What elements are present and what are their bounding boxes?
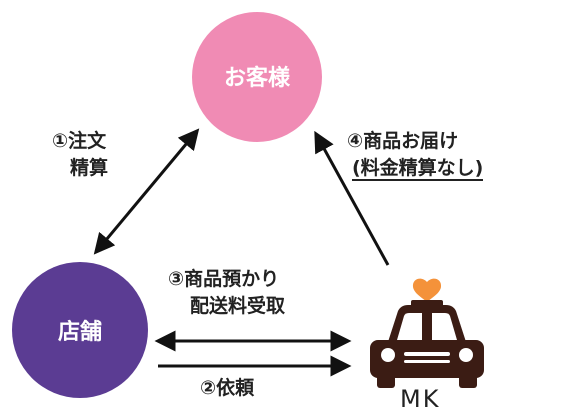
pickup-label-line2: 配送料受取 <box>190 295 286 317</box>
store-node: 店舗 <box>12 262 148 398</box>
customer-circle <box>192 12 322 142</box>
taxi-window-right <box>432 313 457 340</box>
taxi-headlight-right <box>459 348 473 362</box>
taxi-icon <box>370 278 484 388</box>
taxi-grille <box>404 352 450 356</box>
order-label-line1: ①注文 <box>52 130 107 152</box>
delivery-label-line1: ④商品お届け <box>347 130 459 152</box>
customer-node: お客様 <box>192 12 322 142</box>
heart-icon <box>412 278 442 302</box>
delivery-label-text: (料金精算なし) <box>352 157 484 181</box>
order-arrow <box>93 128 200 255</box>
taxi-window-left <box>397 313 422 340</box>
store-label: 店舗 <box>58 319 102 345</box>
customer-label: お客様 <box>224 65 291 91</box>
taxi-body <box>370 340 484 378</box>
pickup-label-line1: ③商品預かり <box>168 268 280 290</box>
order-label-line2: 精算 <box>70 157 109 179</box>
taxi-wheel-right <box>459 374 477 388</box>
delivery-label-line2: (料金精算なし) <box>352 155 484 181</box>
store-circle <box>12 262 148 398</box>
taxi-grille-lower <box>404 360 450 363</box>
taxi-wheel-left <box>377 374 395 388</box>
delivery-arrow <box>314 130 390 266</box>
taxi-headlight-left <box>381 348 395 362</box>
request-label: ②依頼 <box>200 377 255 399</box>
taxi-label: MK <box>400 385 441 413</box>
